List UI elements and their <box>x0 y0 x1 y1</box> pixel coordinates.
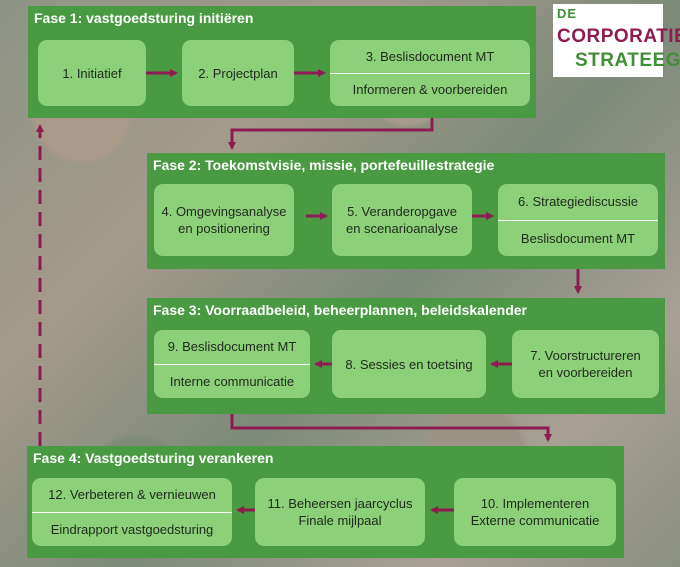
step-11-beheersen[interactable]: 11. Beheersen jaarcyclus Finale mijlpaal <box>255 478 425 546</box>
step-9-bottom: Interne communicatie <box>169 373 295 389</box>
step-10-implementeren[interactable]: 10. Implementeren Externe communicatie <box>454 478 616 546</box>
arrow-3-4 <box>228 118 434 150</box>
phase-1-title: Fase 1: vastgoedsturing initiëren <box>34 10 254 26</box>
step-12-divider <box>32 511 232 513</box>
step-1-initiatief[interactable]: 1. Initiatief <box>38 40 146 106</box>
step-3-top: 3. Beslisdocument MT <box>365 48 495 64</box>
step-12-verbeteren[interactable]: 12. Verbeteren & vernieuwen Eindrapport … <box>32 478 232 546</box>
phase-2-title: Fase 2: Toekomstvisie, missie, portefeui… <box>153 157 495 173</box>
logo-prefix: DE <box>557 6 578 21</box>
step-6-divider <box>498 219 658 221</box>
step-9-divider <box>154 363 310 365</box>
logo-line1: CORPORATIE <box>557 26 680 47</box>
step-3-bottom: Informeren & voorbereiden <box>352 82 508 98</box>
phase-3-title: Fase 3: Voorraadbeleid, beheerplannen, b… <box>153 302 527 318</box>
step-12-top: 12. Verbeteren & vernieuwen <box>48 487 216 503</box>
step-9-beslisdocument[interactable]: 9. Beslisdocument MT Interne communicati… <box>154 330 310 398</box>
step-6-bottom: Beslisdocument MT <box>520 230 636 246</box>
step-6-top: 6. Strategiediscussie <box>518 194 638 210</box>
step-6-strategiediscussie[interactable]: 6. Strategiediscussie Beslisdocument MT <box>498 184 658 256</box>
step-5-veranderopgave[interactable]: 5. Veranderopgave en scenarioanalyse <box>332 184 472 256</box>
step-7-voorstructureren[interactable]: 7. Voorstructureren en voorbereiden <box>512 330 659 398</box>
corporatie-strateeg-logo: DE CORPORATIE STRATEEG <box>553 4 680 77</box>
phase-4-title: Fase 4: Vastgoedsturing verankeren <box>33 450 274 466</box>
step-3-beslisdocument[interactable]: 3. Beslisdocument MT Informeren & voorbe… <box>330 40 530 106</box>
logo-line2: STRATEEG <box>575 50 680 71</box>
step-8-sessies[interactable]: 8. Sessies en toetsing <box>332 330 486 398</box>
step-12-bottom: Eindrapport vastgoedsturing <box>50 521 214 537</box>
step-9-top: 9. Beslisdocument MT <box>167 339 297 355</box>
step-2-projectplan[interactable]: 2. Projectplan <box>182 40 294 106</box>
step-3-divider <box>330 72 530 74</box>
arrow-9-10 <box>230 414 552 442</box>
step-4-omgevingsanalyse[interactable]: 4. Omgevingsanalyse en positionering <box>154 184 294 256</box>
